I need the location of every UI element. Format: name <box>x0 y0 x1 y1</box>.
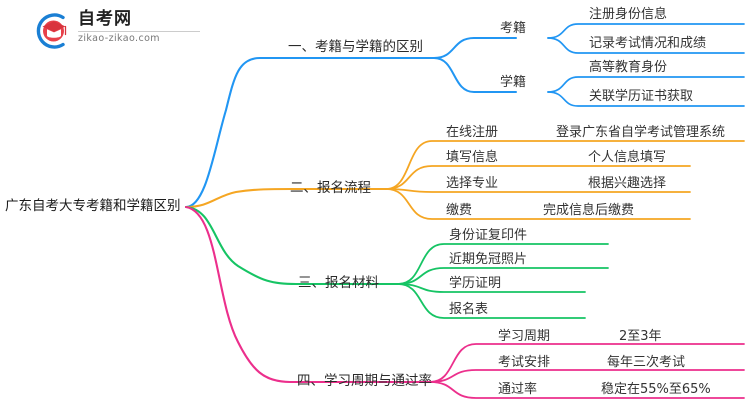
branch-4-child-1-detail-0[interactable]: 每年三次考试 <box>607 355 686 370</box>
branch-1-child-0-label[interactable]: 考籍 <box>500 21 527 36</box>
branch-4-child-2-label[interactable]: 通过率 <box>498 382 538 397</box>
branch-label-1[interactable]: 一、考籍与学籍的区别 <box>288 39 423 55</box>
branch-4-child-0-detail-0[interactable]: 2至3年 <box>619 329 662 344</box>
logo-text-block: 自考网 zikao-zikao.com <box>78 9 208 45</box>
branch-1-child-1-label[interactable]: 学籍 <box>500 75 527 90</box>
branch-3-child-2-label[interactable]: 学历证明 <box>449 276 502 291</box>
branch-4-child-1-label[interactable]: 考试安排 <box>498 355 551 370</box>
branch-label-4[interactable]: 四、学习周期与通过率 <box>297 373 432 389</box>
branch-2-child-3-detail-0[interactable]: 完成信息后缴费 <box>543 203 635 218</box>
branch-3-child-3-label[interactable]: 报名表 <box>449 302 489 317</box>
branch-2-child-1-label[interactable]: 填写信息 <box>446 150 499 165</box>
branch-2-child-2-detail-0[interactable]: 根据兴趣选择 <box>588 176 667 191</box>
branch-2-child-0-label[interactable]: 在线注册 <box>446 125 499 140</box>
branch-4-child-2-detail-0[interactable]: 稳定在55%至65% <box>601 382 711 397</box>
branch-1-child-0-detail-1[interactable]: 记录考试情况和成绩 <box>589 36 707 51</box>
logo-subtitle: zikao-zikao.com <box>78 33 160 44</box>
root-node-label[interactable]: 广东自考大专考籍和学籍区别 <box>5 198 181 214</box>
branch-3-child-0-label[interactable]: 身份证复印件 <box>449 228 528 243</box>
graduation-cap-icon <box>36 13 67 49</box>
site-logo: 自考网 zikao-zikao.com <box>30 8 210 54</box>
branch-1-child-0-detail-0[interactable]: 注册身份信息 <box>589 7 668 22</box>
branch-3-wires <box>184 205 609 319</box>
branch-2-child-3-label[interactable]: 缴费 <box>446 203 473 218</box>
branch-1-child-1-detail-1[interactable]: 关联学历证书获取 <box>589 89 694 104</box>
logo-divider <box>78 31 200 32</box>
branch-2-child-1-detail-0[interactable]: 个人信息填写 <box>588 150 667 165</box>
branch-1-child-1-detail-0[interactable]: 高等教育身份 <box>589 60 668 75</box>
branch-2-child-0-detail-0[interactable]: 登录广东省自学考试管理系统 <box>556 125 726 140</box>
branch-3-child-1-label[interactable]: 近期免冠照片 <box>449 252 528 267</box>
logo-title: 自考网 <box>78 9 132 29</box>
branch-4-child-0-label[interactable]: 学习周期 <box>498 329 551 344</box>
branch-2-child-2-label[interactable]: 选择专业 <box>446 176 499 191</box>
branch-label-2[interactable]: 二、报名流程 <box>290 180 371 196</box>
branch-label-3[interactable]: 三、报名材料 <box>298 275 379 291</box>
